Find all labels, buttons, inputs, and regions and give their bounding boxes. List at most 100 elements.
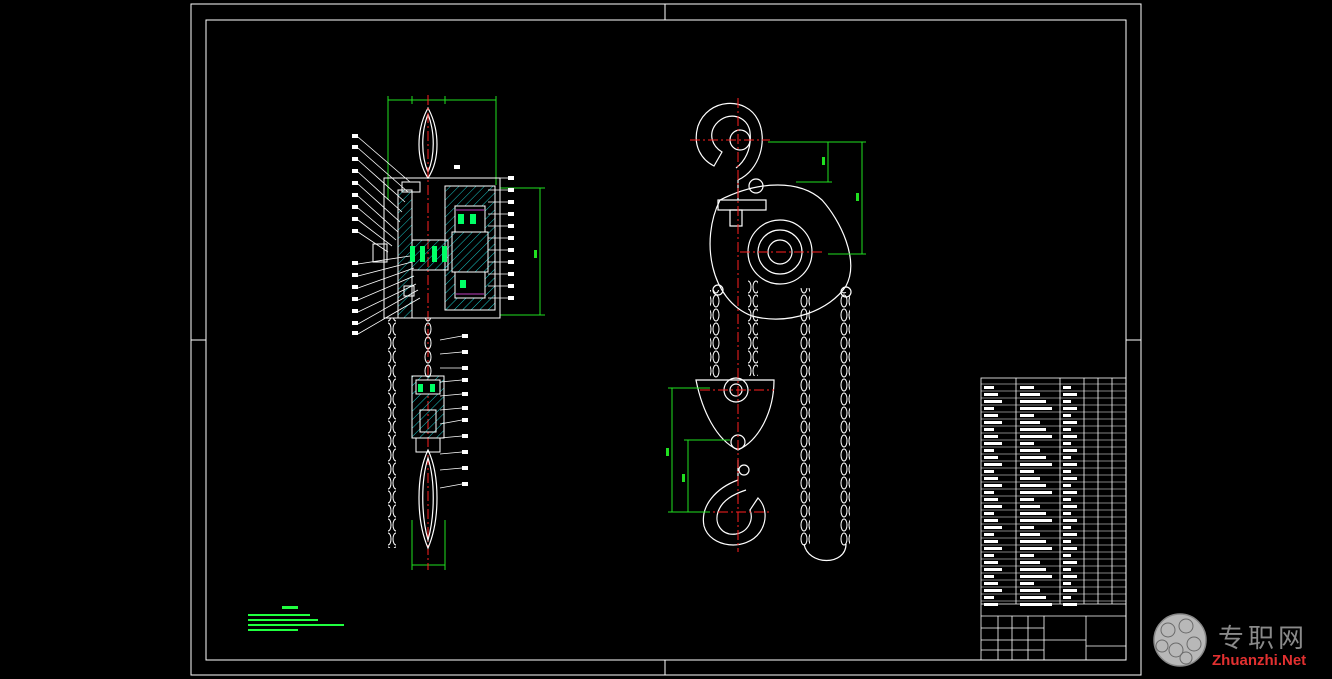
parts-cell-mark	[984, 442, 1002, 445]
parts-cell-mark	[1020, 407, 1052, 410]
parts-cell-mark	[1063, 421, 1077, 424]
parts-cell-mark	[1020, 519, 1052, 522]
front-dimensions	[668, 141, 866, 513]
section-view	[352, 95, 545, 570]
parts-cell-mark	[1020, 449, 1040, 452]
load-chain-right	[748, 280, 758, 376]
parts-cell-mark	[984, 463, 1002, 466]
parts-cell-mark	[1020, 533, 1040, 536]
parts-cell-mark	[1063, 463, 1077, 466]
parts-cell-mark	[984, 421, 1002, 424]
bottom-hook-front	[702, 460, 766, 546]
watermark-name-cn: 专职网	[1218, 624, 1309, 654]
bearing-highlights	[410, 214, 476, 288]
parts-cell-mark	[984, 491, 994, 494]
parts-cell-mark	[1020, 484, 1046, 487]
parts-cell-mark	[1020, 596, 1046, 599]
parts-cell-mark	[984, 386, 994, 389]
parts-cell-mark	[1020, 442, 1034, 445]
hand-chain-left	[800, 288, 810, 546]
section-dimensions	[387, 96, 545, 570]
hoist-body-front	[709, 184, 852, 320]
parts-cell-mark	[984, 512, 994, 515]
parts-cell-mark	[984, 582, 998, 585]
parts-cell-mark	[1020, 589, 1040, 592]
parts-cell-mark	[1063, 400, 1071, 403]
parts-cell-mark	[1063, 512, 1071, 515]
parts-cell-mark	[984, 477, 998, 480]
parts-cell-mark	[1063, 414, 1071, 417]
parts-cell-mark	[1063, 533, 1077, 536]
parts-cell-mark	[1063, 435, 1077, 438]
parts-cell-mark	[1020, 575, 1052, 578]
parts-cell-mark	[1063, 393, 1077, 396]
parts-cell-mark	[1020, 470, 1034, 473]
parts-cell-mark	[1020, 435, 1052, 438]
parts-cell-mark	[1020, 561, 1040, 564]
parts-cell-mark	[1020, 477, 1040, 480]
parts-cell-mark	[1020, 491, 1052, 494]
front-centerlines	[690, 98, 822, 552]
parts-cell-mark	[1020, 554, 1034, 557]
parts-cell-mark	[984, 400, 1002, 403]
parts-cell-mark	[1063, 554, 1071, 557]
parts-cell-mark	[984, 435, 998, 438]
sheet-frame	[190, 3, 1142, 676]
parts-cell-mark	[1020, 603, 1052, 606]
parts-cell-mark	[984, 568, 1002, 571]
parts-cell-mark	[1063, 582, 1071, 585]
parts-list-text	[984, 386, 1077, 606]
front-dimension-values	[534, 157, 859, 482]
parts-cell-mark	[1063, 407, 1077, 410]
parts-cell-mark	[984, 456, 998, 459]
front-view	[695, 102, 852, 562]
hand-chain-section	[388, 318, 396, 548]
parts-cell-mark	[1063, 547, 1077, 550]
parts-cell-mark	[984, 414, 998, 417]
parts-cell-mark	[1020, 505, 1040, 508]
parts-cell-mark	[984, 428, 994, 431]
parts-cell-mark	[1063, 519, 1077, 522]
parts-cell-mark	[1063, 540, 1071, 543]
top-hook-front	[695, 102, 763, 200]
leader-lines-left	[357, 136, 421, 335]
parts-cell-mark	[1063, 386, 1071, 389]
parts-cell-mark	[984, 561, 998, 564]
parts-cell-mark	[984, 540, 998, 543]
parts-cell-mark	[984, 533, 994, 536]
parts-cell-mark	[1063, 477, 1077, 480]
parts-cell-mark	[1063, 603, 1077, 606]
parts-cell-mark	[984, 603, 998, 606]
parts-cell-mark	[1063, 526, 1071, 529]
parts-cell-mark	[1020, 414, 1034, 417]
parts-cell-mark	[1020, 568, 1046, 571]
load-chain-left	[710, 290, 720, 378]
parts-cell-mark	[984, 498, 998, 501]
watermark-name-en: Zhuanzhi.Net	[1212, 652, 1307, 669]
parts-cell-mark	[1020, 582, 1034, 585]
parts-cell-mark	[1063, 428, 1071, 431]
parts-cell-mark	[984, 407, 994, 410]
parts-cell-mark	[984, 589, 1002, 592]
parts-cell-mark	[1063, 561, 1077, 564]
parts-cell-mark	[1063, 470, 1071, 473]
parts-cell-mark	[984, 526, 1002, 529]
parts-cell-mark	[1020, 428, 1046, 431]
leader-lines-right	[439, 177, 508, 489]
parts-cell-mark	[1063, 491, 1077, 494]
parts-cell-mark	[984, 554, 994, 557]
load-chain-section	[424, 318, 432, 378]
parts-cell-mark	[1020, 421, 1040, 424]
parts-cell-mark	[984, 449, 994, 452]
parts-cell-mark	[984, 393, 998, 396]
parts-cell-mark	[984, 575, 994, 578]
parts-cell-mark	[1063, 575, 1077, 578]
parts-cell-mark	[1020, 526, 1034, 529]
parts-cell-mark	[1063, 596, 1071, 599]
parts-cell-mark	[984, 470, 994, 473]
parts-cell-mark	[1020, 463, 1052, 466]
parts-cell-mark	[984, 547, 1002, 550]
parts-cell-mark	[1063, 505, 1077, 508]
parts-cell-mark	[984, 484, 1002, 487]
parts-cell-mark	[1063, 442, 1071, 445]
